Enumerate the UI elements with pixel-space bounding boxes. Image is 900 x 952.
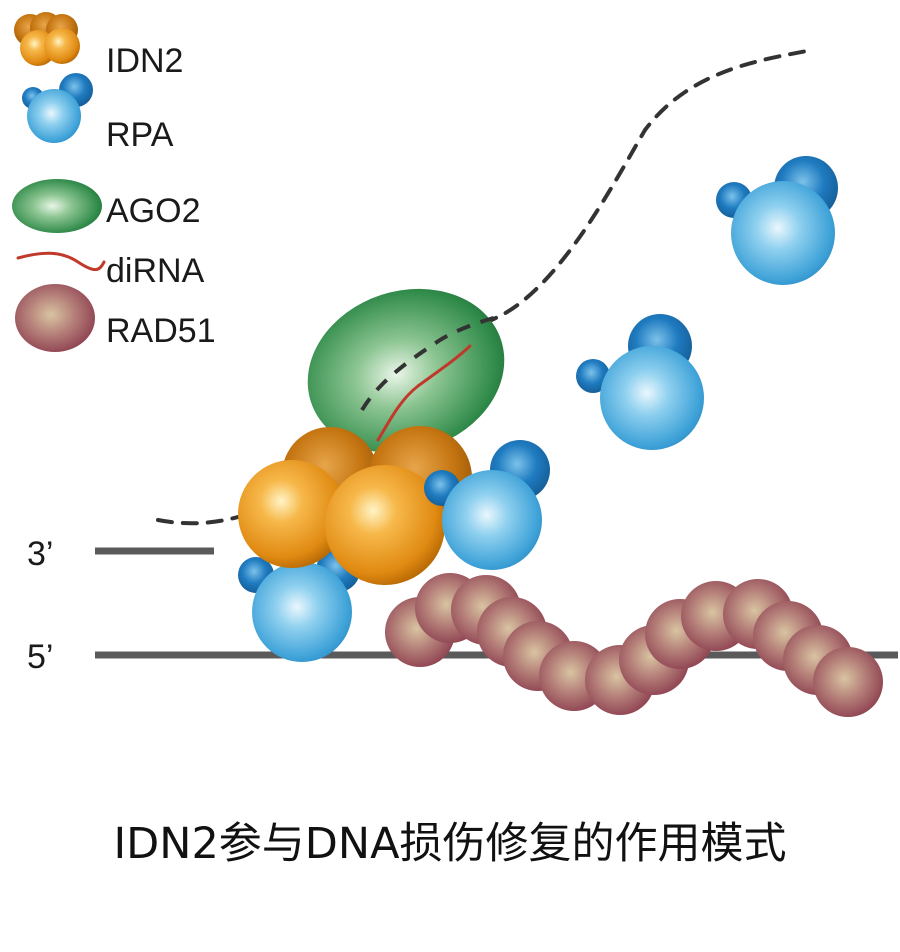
five-prime-label: 5’ [27,638,53,676]
legend-dirna-icon [16,251,106,271]
legend-rpa-icon [22,73,93,143]
rpa-free-middle [576,314,704,450]
ago2 [307,288,505,454]
legend-rpa-label: RPA [106,116,174,154]
rad51-filament [385,573,883,717]
legend-idn2-icon [14,12,80,66]
legend-dirna-label: diRNA [106,252,205,290]
legend-rad51-icon [15,284,95,352]
legend: IDN2 RPA AGO2 diRNA RAD51 [12,12,216,352]
dirna-strand [376,344,472,442]
figure-caption: IDN2参与DNA损伤修复的作用模式 [113,819,786,869]
single-strand-dna-over-ago2 [360,314,501,412]
three-prime-label: 3’ [27,535,53,573]
legend-ago2-label: AGO2 [106,192,200,230]
legend-rad51-label: RAD51 [106,312,216,350]
ago2-complex [307,288,505,454]
legend-ago2-icon [12,179,102,233]
idn2-complex [238,426,472,585]
rpa-bound-upper [424,440,550,570]
single-strand-dna-dashed [156,48,814,526]
rpa-free-top [716,156,838,285]
legend-idn2-label: IDN2 [106,42,183,80]
